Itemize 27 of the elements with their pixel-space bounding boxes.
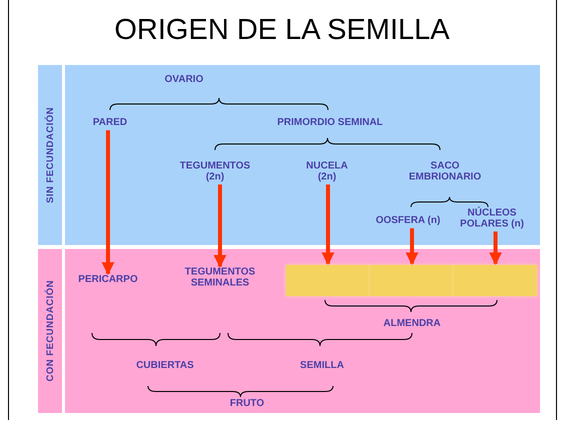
arrow xyxy=(406,228,418,266)
diagram-title: ORIGEN DE LA SEMILLA xyxy=(113,14,451,47)
band-panel xyxy=(38,249,540,413)
band-panel xyxy=(38,65,540,245)
group-label: SACO EMBRIONARIO xyxy=(408,162,482,182)
arrow xyxy=(214,184,226,268)
term-label: PERICARPO xyxy=(78,274,138,286)
arrow xyxy=(322,184,334,266)
group-label: ALMENDRA xyxy=(383,318,441,330)
arrow xyxy=(102,130,114,276)
term-label: PARED xyxy=(92,118,128,128)
arrow xyxy=(489,232,502,266)
group-label: PRIMORDIO SEMINAL xyxy=(277,118,383,128)
blurred-box xyxy=(286,265,370,296)
group-label: FRUTO xyxy=(230,398,264,410)
group-label: OVARIO xyxy=(164,74,204,86)
band-title: CON FECUNDACIÓN xyxy=(44,280,56,382)
blurred-box xyxy=(370,265,454,296)
term-label: OOSFERA (n) xyxy=(376,216,440,226)
band-title: SIN FECUNDACIÓN xyxy=(44,106,56,204)
group-label: SEMILLA xyxy=(300,360,344,372)
term-label: TEGUMENTOS SEMINALES xyxy=(175,268,265,288)
term-label: NÚCLEOS POLARES (n) xyxy=(452,208,532,230)
group-label: CUBIERTAS xyxy=(136,360,194,372)
term-label: NUCELA (2n) xyxy=(297,162,357,182)
blurred-box xyxy=(454,265,537,296)
term-label: TEGUMENTOS (2n) xyxy=(175,162,255,182)
